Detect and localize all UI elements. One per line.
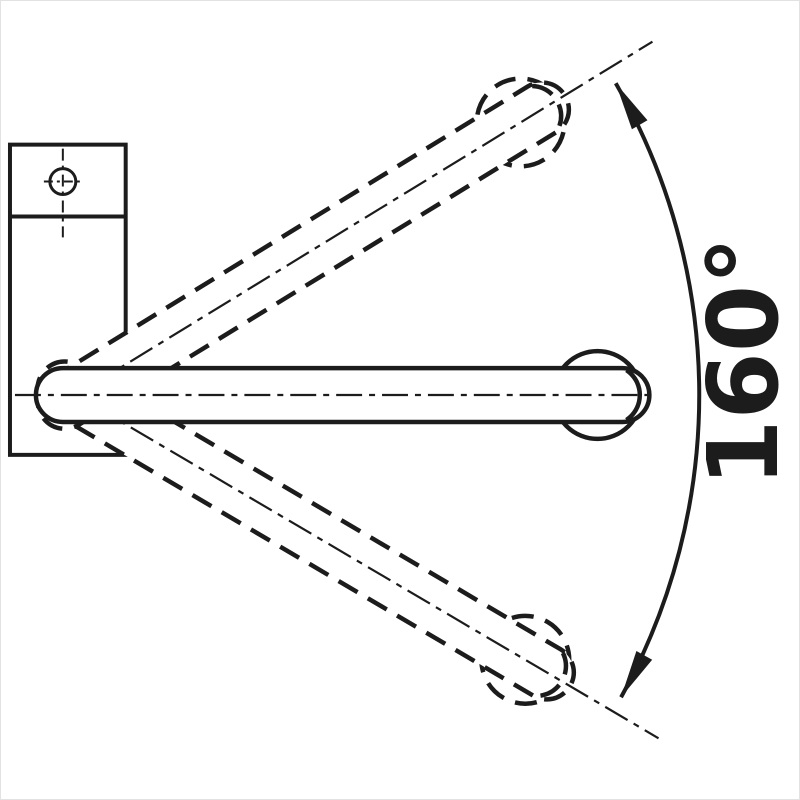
bracket-outline	[7, 142, 128, 457]
spout-centerline-lower	[90, 403, 660, 740]
wall-bracket	[7, 142, 128, 457]
spout-centerline-upper	[90, 40, 654, 387]
arrowhead-top	[615, 83, 648, 130]
line-work	[7, 40, 702, 740]
arrowhead-bottom	[621, 650, 653, 698]
swivel-arc	[614, 82, 702, 699]
angle-label: 160°	[687, 236, 799, 486]
spout-tip-upper	[532, 83, 564, 130]
spout-tip-lower	[537, 652, 569, 699]
spout-tip-center	[625, 368, 642, 422]
